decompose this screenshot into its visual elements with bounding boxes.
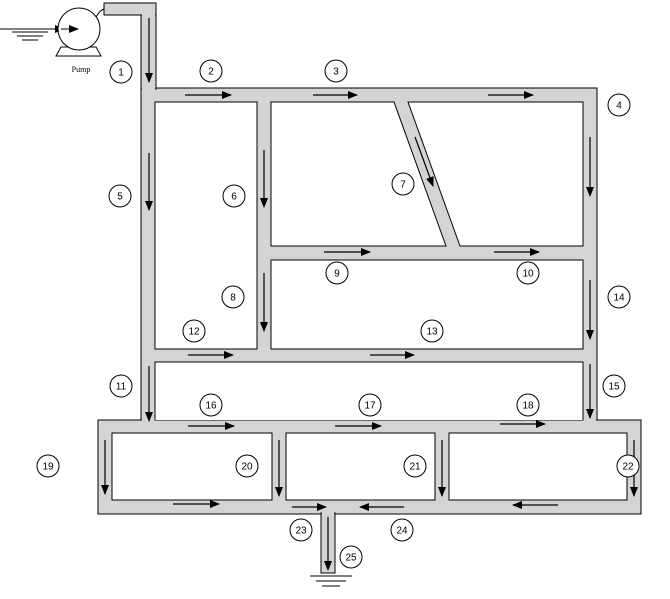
label-circle (420, 319, 444, 343)
pipe-label-8: 8 (221, 285, 245, 309)
pipe-label-24: 24 (390, 518, 414, 542)
label-number: 1 (118, 68, 124, 79)
label-circle (324, 59, 348, 83)
label-number: 19 (42, 462, 54, 473)
label-number: 22 (622, 462, 634, 473)
pump: Pump (0, 7, 105, 74)
label-number: 3 (333, 67, 339, 78)
label-circle (403, 454, 427, 478)
pipe-label-18: 18 (516, 393, 540, 417)
pipe-label-14: 14 (607, 285, 631, 309)
label-number: 13 (426, 327, 438, 338)
label-number: 11 (116, 382, 127, 393)
pipe-label-13: 13 (420, 319, 444, 343)
label-circle (235, 454, 259, 478)
label-circle (602, 374, 626, 398)
pipe-label-21: 21 (403, 454, 427, 478)
network-loops (111, 101, 628, 501)
label-number: 7 (400, 180, 406, 191)
label-circle (616, 454, 640, 478)
label-circle (199, 393, 223, 417)
label-circle (391, 172, 415, 196)
pipe-label-20: 20 (235, 454, 259, 478)
label-circle (109, 374, 133, 398)
label-circle (222, 184, 246, 208)
pipe-label-10: 10 (516, 261, 540, 285)
pipe-label-2: 2 (199, 59, 223, 83)
label-number: 9 (334, 269, 340, 280)
label-circle (516, 393, 540, 417)
label-number: 24 (396, 526, 408, 537)
label-number: 4 (616, 101, 622, 112)
pipe-label-22: 22 (616, 454, 640, 478)
loop-h (448, 432, 628, 501)
label-number: 17 (364, 401, 376, 412)
label-circle (516, 261, 540, 285)
label-number: 20 (241, 462, 253, 473)
pipe-label-6: 6 (222, 184, 246, 208)
label-number: 18 (522, 401, 534, 412)
label-circle (390, 518, 414, 542)
pipe-label-15: 15 (602, 374, 626, 398)
pipe-label-23: 23 (289, 518, 313, 542)
pipe-label-3: 3 (324, 59, 348, 83)
pipe-label-25: 25 (339, 545, 363, 569)
label-circle (199, 59, 223, 83)
pipe-label-19: 19 (36, 454, 60, 478)
loop-c (407, 101, 584, 247)
label-number: 10 (522, 269, 534, 280)
label-circle (36, 454, 60, 478)
pipe-label-17: 17 (358, 393, 382, 417)
label-circle (358, 393, 382, 417)
pump-label: Pump (72, 65, 91, 74)
pipe-label-1: 1 (109, 60, 133, 84)
label-number: 2 (208, 67, 214, 78)
label-circle (325, 261, 349, 285)
label-circle (221, 285, 245, 309)
pipe-label-16: 16 (199, 393, 223, 417)
loop-a (154, 101, 258, 350)
label-circle (108, 184, 132, 208)
ground-icon (12, 31, 48, 41)
pipe-label-7: 7 (391, 172, 415, 196)
label-number: 25 (345, 553, 357, 564)
label-number: 12 (188, 327, 200, 338)
pipe-label-5: 5 (108, 184, 132, 208)
loop-b (270, 101, 447, 247)
label-circle (109, 60, 133, 84)
label-number: 23 (295, 526, 307, 537)
label-circle (607, 285, 631, 309)
label-number: 14 (613, 293, 625, 304)
pump-icon (57, 7, 101, 51)
pipe-label-12: 12 (182, 319, 206, 343)
flow-arrows (101, 18, 638, 571)
label-number: 21 (409, 462, 421, 473)
label-number: 15 (608, 382, 620, 393)
label-number: 8 (230, 293, 236, 304)
pipe-label-4: 4 (607, 93, 631, 117)
label-number: 16 (205, 401, 217, 412)
pipe-label-9: 9 (325, 261, 349, 285)
outlet-ground-icon (310, 575, 352, 587)
label-number: 5 (117, 192, 123, 203)
label-circle (607, 93, 631, 117)
label-circle (289, 518, 313, 542)
flow-arrow (414, 136, 434, 187)
label-circle (339, 545, 363, 569)
pipe-label-11: 11 (109, 374, 133, 398)
label-circle (182, 319, 206, 343)
label-number: 6 (231, 192, 237, 203)
